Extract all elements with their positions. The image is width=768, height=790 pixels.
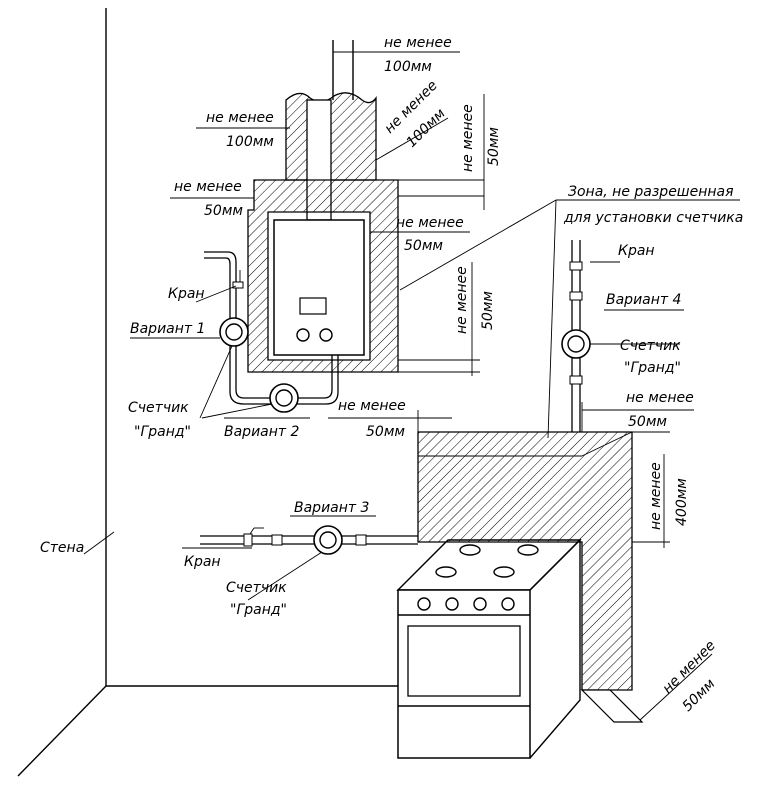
dim-stove-height-value: 400мм (674, 478, 690, 526)
tap-label-variant-3: Кран (184, 554, 221, 570)
zone-label-line2: для установки счетчика (563, 210, 743, 226)
dim-chimney-left-value: 100мм (226, 134, 274, 150)
dim-heater-right-text: не менее (396, 215, 464, 231)
meter-variant-4 (561, 329, 591, 359)
tap-label-variant-4: Кран (618, 243, 655, 259)
heater-knob-right (319, 328, 333, 342)
dim-chimney-top-text: не менее (384, 35, 452, 51)
wall-label: Стена (40, 540, 84, 556)
variant-1-label: Вариант 1 (130, 321, 205, 337)
dim-heater-right-value: 50мм (404, 238, 443, 254)
meter-variant-1 (219, 317, 249, 347)
dim-stove-height-text: не менее (648, 462, 664, 530)
burner-1 (459, 544, 481, 556)
meter-variant-2 (269, 383, 299, 413)
dim-stove-right-value: 50мм (628, 414, 667, 430)
dim-stove-left-value: 50мм (366, 424, 405, 440)
label-leaders (83, 261, 684, 601)
room-outline (17, 8, 398, 777)
water-heater (273, 211, 365, 356)
burner-4 (493, 566, 515, 578)
dim-heater-bottom-value: 50мм (480, 291, 496, 330)
pipe-variant-3 (200, 527, 418, 547)
meter-label-variant-12-line2: "Гранд" (134, 424, 191, 440)
dimension-lines (170, 51, 740, 721)
dim-heater-bottom-text: не менее (454, 266, 470, 334)
meter-variant-3 (313, 525, 343, 555)
meter-label-variant-12-line1: Счетчик (128, 400, 189, 416)
dim-heater-top-text: не менее (460, 104, 476, 172)
burner-3 (435, 566, 457, 578)
dim-stove-left-text: не менее (338, 398, 406, 414)
dim-heater-left-value: 50мм (204, 203, 243, 219)
variant-2-label: Вариант 2 (224, 424, 300, 440)
dim-heater-top-value: 50мм (486, 127, 502, 166)
dim-stove-right-text: не менее (626, 390, 694, 406)
heater-display (299, 297, 327, 315)
oven-door (407, 625, 521, 697)
dim-chimney-left-text: не менее (206, 110, 274, 126)
heater-pipes (204, 251, 339, 405)
heater-knob-left (296, 328, 310, 342)
stove-knob-2 (445, 597, 459, 611)
meter-label-variant-4-line2: "Гранд" (624, 360, 681, 376)
stove-knob-4 (501, 597, 515, 611)
stove-knob-1 (417, 597, 431, 611)
variant-3-label: Вариант 3 (294, 500, 369, 516)
burner-2 (517, 544, 539, 556)
stove-knob-3 (473, 597, 487, 611)
meter-label-variant-3-line2: "Гранд" (230, 602, 287, 618)
meter-label-variant-3-line1: Счетчик (226, 580, 287, 596)
variant-4-label: Вариант 4 (606, 292, 681, 308)
zone-label-line1: Зона, не разрешенная (568, 184, 734, 200)
dim-chimney-top-value: 100мм (384, 59, 432, 75)
dim-heater-left-text: не менее (174, 179, 242, 195)
meter-label-variant-4-line1: Счетчик (620, 338, 681, 354)
tap-label-variant-1: Кран (168, 286, 205, 302)
gas-stove (396, 538, 582, 759)
